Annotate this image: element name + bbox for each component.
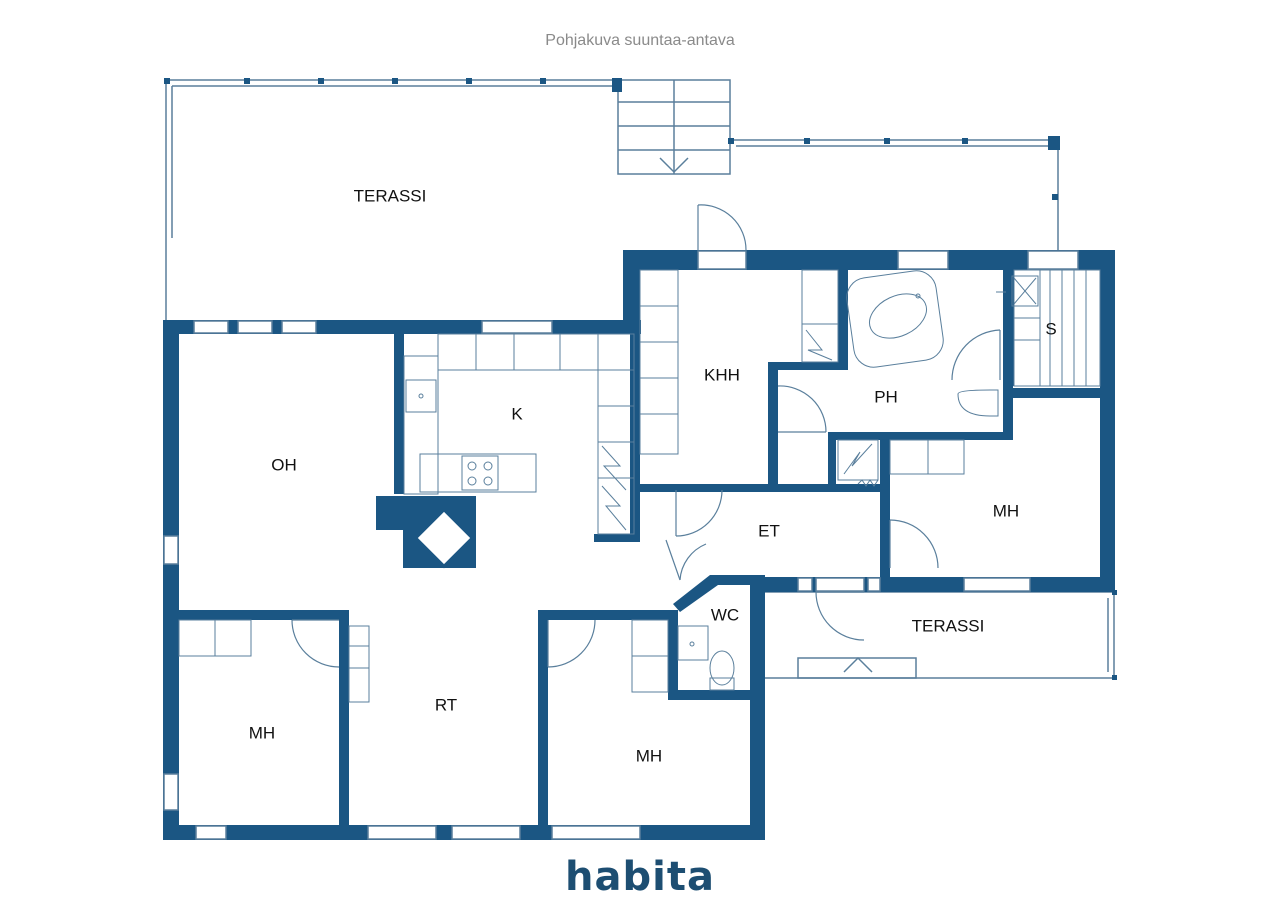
fireplace [413, 507, 475, 569]
room-label-terassi-bottom: TERASSI [912, 616, 985, 635]
room-label-mh-right: MH [993, 501, 1019, 520]
room-labels: TERASSI OH K KHH PH S ET MH WC TERASSI M… [249, 186, 1057, 765]
windows [163, 250, 1079, 840]
room-label-terassi-top: TERASSI [354, 186, 427, 205]
room-label-et: ET [758, 521, 780, 540]
room-label-ph: PH [874, 387, 898, 406]
doors [291, 204, 1001, 668]
room-label-mh-left: MH [249, 723, 275, 742]
plan-caption: Pohjakuva suuntaa-antava [545, 32, 735, 49]
terrace-posts [164, 78, 1117, 680]
room-label-khh: KHH [704, 365, 740, 384]
room-label-oh: OH [271, 455, 297, 474]
room-label-mh-middle: MH [636, 746, 662, 765]
room-label-k: K [511, 404, 523, 423]
room-label-rt: RT [435, 695, 457, 714]
brand-logo: habita [565, 854, 715, 900]
room-label-s: S [1045, 319, 1056, 338]
fixtures [178, 269, 1101, 703]
room-label-wc: WC [711, 605, 739, 624]
